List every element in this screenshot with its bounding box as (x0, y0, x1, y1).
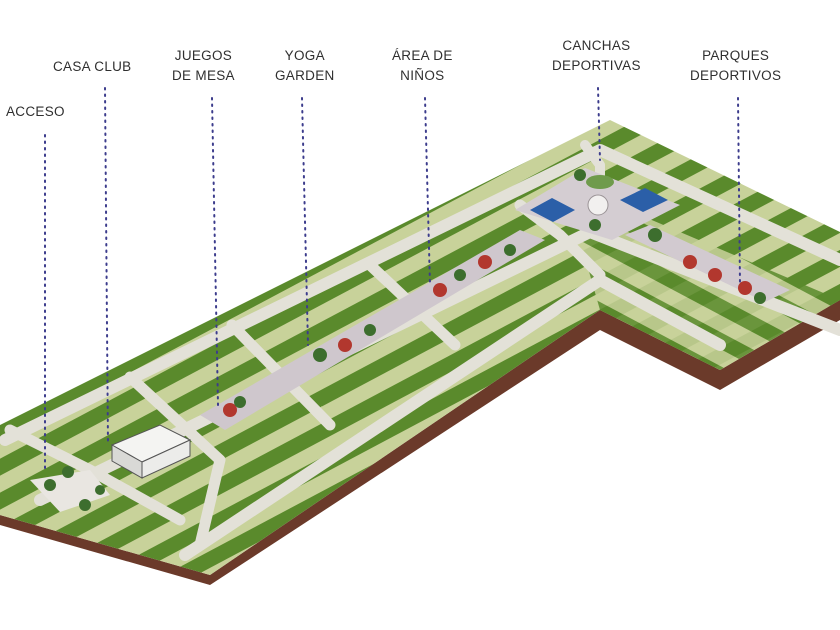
park-trees (44, 169, 766, 511)
plaza-fountain (587, 194, 609, 216)
label-casa-club-line-1: CASA CLUB (53, 59, 132, 74)
label-juegos-de-mesa: JUEGOS DE MESA (172, 46, 235, 86)
label-canchas-deportivas: CANCHAS DEPORTIVAS (552, 36, 641, 76)
sport-court-2 (620, 188, 668, 212)
label-yoga-garden: YOGA GARDEN (275, 46, 335, 86)
sport-court-1 (530, 198, 575, 222)
leader-parques (737, 97, 741, 286)
main-road-north (0, 144, 840, 446)
label-juegos-line-1: JUEGOS (174, 48, 233, 63)
leader-area (424, 97, 431, 286)
label-canchas-line-1: CANCHAS (562, 38, 631, 53)
leader-canchas (597, 87, 601, 161)
label-casa-club: CASA CLUB (53, 57, 131, 77)
label-acceso: ACCESO (6, 102, 65, 122)
label-yoga-line-2: GARDEN (275, 68, 335, 83)
label-area-line-1: ÁREA DE (392, 48, 453, 63)
cross-road-1 (124, 371, 226, 551)
land-edge (0, 300, 840, 585)
label-area-de-ninos: ÁREA DE NIÑOS (392, 46, 453, 86)
label-juegos-line-2: DE MESA (172, 68, 235, 83)
leader-yoga (301, 97, 309, 346)
plaza-round-feature (586, 175, 614, 189)
leader-casa-club (104, 87, 109, 446)
label-parques-line-1: PARQUES (702, 48, 770, 63)
label-area-line-2: NIÑOS (400, 68, 445, 83)
leader-juegos (211, 97, 219, 406)
leader-lines (44, 87, 741, 471)
label-parques-deportivos: PARQUES DEPORTIVOS (690, 46, 781, 86)
label-canchas-line-2: DEPORTIVAS (552, 58, 641, 73)
club-house (110, 424, 192, 479)
label-parques-line-2: DEPORTIVOS (690, 68, 782, 83)
label-acceso-line-1: ACCESO (6, 104, 65, 119)
label-yoga-line-1: YOGA (284, 48, 325, 63)
